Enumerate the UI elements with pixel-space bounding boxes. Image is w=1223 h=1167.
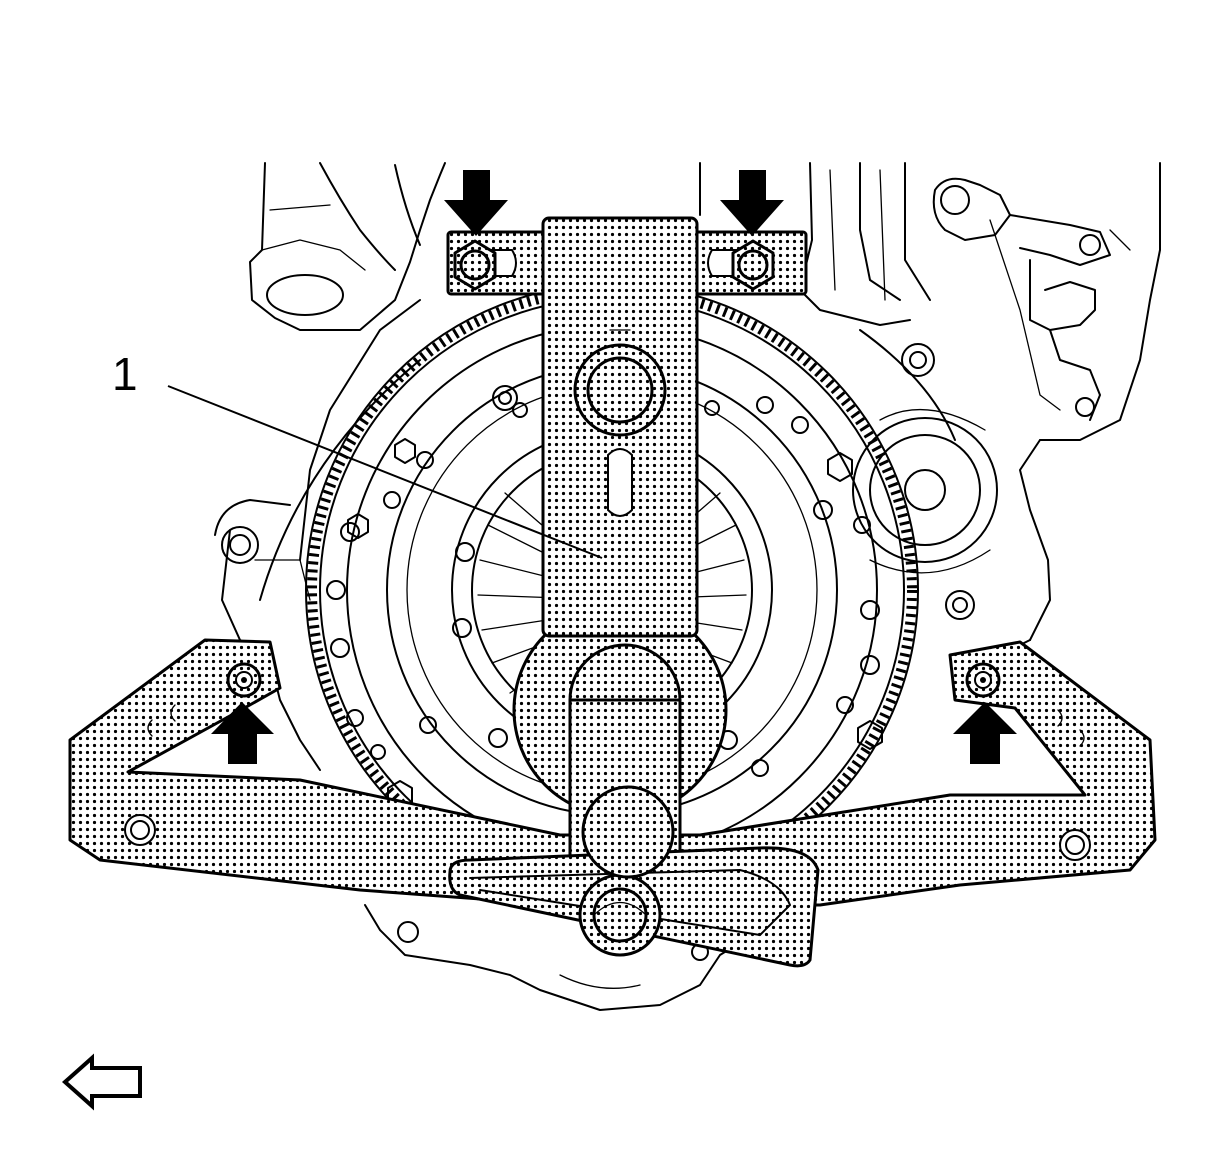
mounting-bolts (226, 239, 1001, 698)
callout-1-label: 1 (112, 348, 138, 400)
flywheel-holding-tool (68, 216, 1157, 968)
callout-1: 1 (112, 348, 603, 559)
top-right-bolt (731, 239, 775, 291)
top-left-bolt (453, 239, 497, 291)
down-arrow-icon (444, 170, 508, 236)
up-arrow-icon (211, 702, 274, 764)
bottom-right-bolt (965, 662, 1001, 698)
down-arrow-icon (720, 170, 784, 236)
engine-block-outline (214, 162, 1161, 1011)
bottom-left-bolt (226, 662, 262, 698)
ring-gear-teeth (307, 285, 917, 895)
callout-1-leader-line (167, 385, 603, 559)
bolt-arrows (211, 170, 1017, 764)
up-arrow-icon (953, 702, 1017, 764)
left-arrow-outline-icon (61, 1053, 142, 1111)
